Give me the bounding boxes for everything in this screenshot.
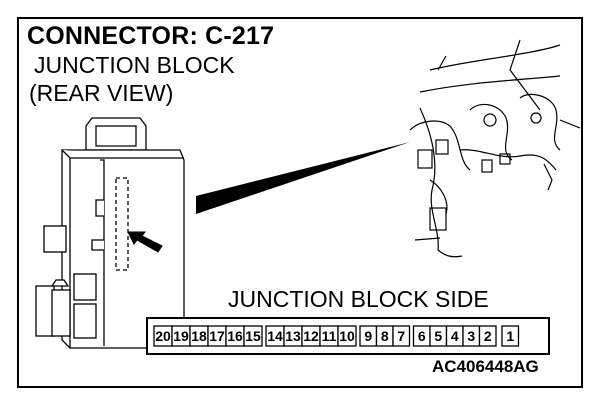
junction-block-illustration — [35, 117, 185, 349]
pin-number: 14 — [267, 328, 283, 344]
pin-cell — [501, 325, 520, 347]
connector-title: CONNECTOR: C-217 — [27, 22, 275, 50]
figure-code: AC406448AG — [432, 357, 539, 376]
pin-number: 4 — [451, 328, 459, 344]
pin-cell — [392, 325, 411, 347]
pin-number: 19 — [173, 328, 189, 344]
pin-number: 1 — [506, 328, 514, 344]
pin-cell — [337, 325, 357, 347]
location-wedge — [196, 142, 410, 214]
pointer-arrow — [127, 231, 163, 253]
pin-number: 2 — [484, 328, 492, 344]
pin-number: 11 — [322, 328, 337, 344]
pin-number: 3 — [467, 328, 475, 344]
pin-number: 9 — [364, 328, 372, 344]
pin-number: 16 — [227, 328, 243, 344]
pin-cell — [478, 325, 497, 347]
pin-number: 15 — [245, 328, 261, 344]
pin-number: 10 — [339, 328, 355, 344]
pin-number: 13 — [285, 328, 301, 344]
pin-number: 8 — [381, 328, 389, 344]
pin-number: 18 — [191, 328, 207, 344]
pin-cell — [243, 325, 263, 347]
view-label: (REAR VIEW) — [29, 80, 174, 106]
pin-number: 6 — [418, 328, 426, 344]
pin-number: 5 — [434, 328, 442, 344]
vehicle-wiring-sketch — [409, 39, 581, 258]
pin-number: 17 — [209, 328, 225, 344]
connector-side-label: JUNCTION BLOCK SIDE — [228, 286, 489, 312]
pin-number: 12 — [303, 328, 319, 344]
component-name: JUNCTION BLOCK — [34, 52, 235, 78]
pin-number: 20 — [155, 328, 171, 344]
pin-number: 7 — [397, 328, 405, 344]
